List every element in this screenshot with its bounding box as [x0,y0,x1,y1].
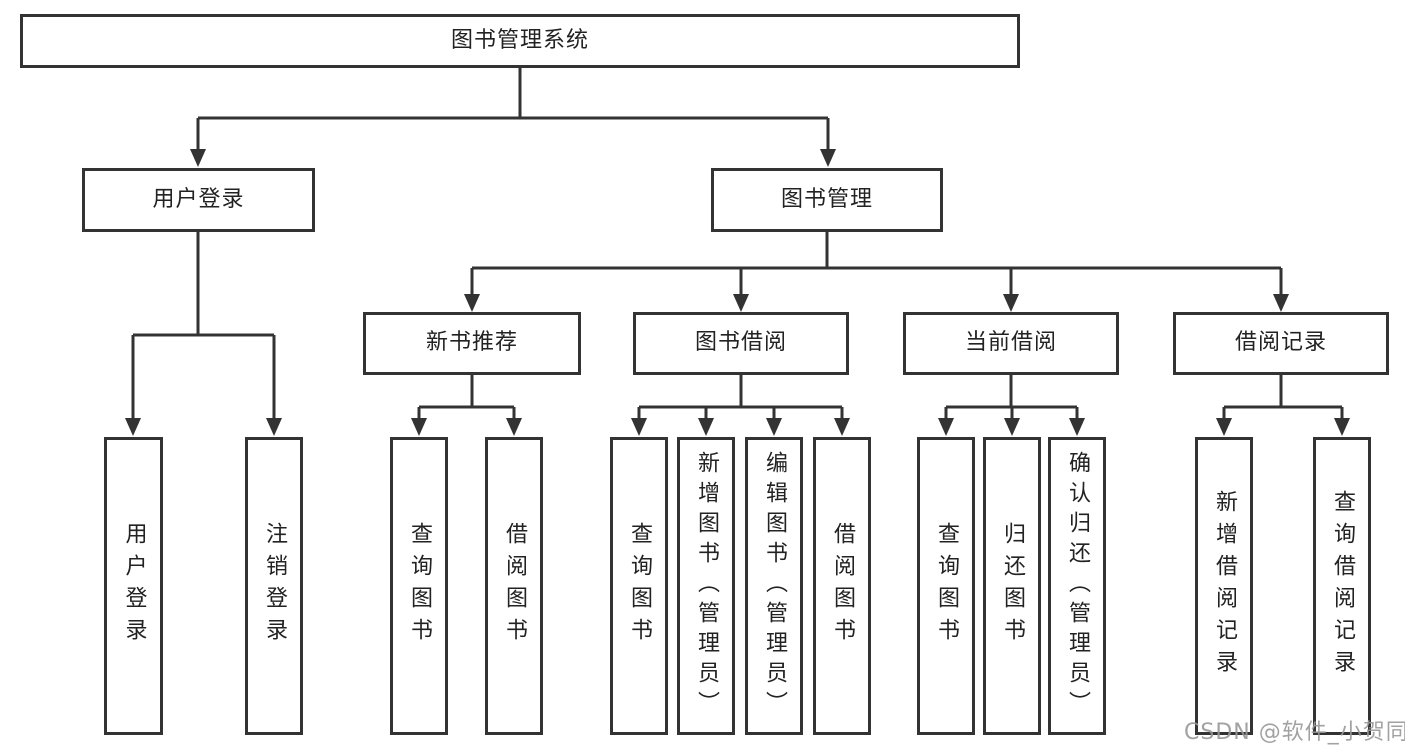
node-book-borrowing: 图书借阅 [633,312,849,375]
node-user-login: 用户登录 [82,168,315,232]
leaf-query-books-borrow: 查询图书 [610,437,668,735]
leaf-edit-book-admin: 编辑图书（管理员） [745,437,803,735]
leaf-user-login: 用户登录 [104,437,163,735]
leaf-query-books-recommend: 查询图书 [390,437,448,735]
leaf-borrow-books: 借阅图书 [813,437,871,735]
node-root-system: 图书管理系统 [20,14,1020,68]
leaf-return-books: 归还图书 [983,437,1041,735]
leaf-add-book-admin: 新增图书（管理员） [677,437,735,735]
leaf-borrow-books-recommend: 借阅图书 [485,437,543,735]
node-borrowing-records: 借阅记录 [1173,312,1389,375]
leaf-query-borrow-record: 查询借阅记录 [1313,437,1371,735]
connector-arrowheads [125,149,1350,436]
leaf-confirm-return-admin: 确认归还（管理员） [1048,437,1106,735]
node-current-borrowing: 当前借阅 [903,312,1119,375]
leaf-query-books-current: 查询图书 [917,437,975,735]
node-new-book-recommend: 新书推荐 [363,312,581,375]
connector-rails [131,68,1344,421]
node-book-management: 图书管理 [711,168,943,232]
leaf-add-borrow-record: 新增借阅记录 [1195,437,1253,735]
csdn-watermark: CSDN @软件_小贺同学 [1184,720,1405,745]
leaf-logout: 注销登录 [245,437,303,735]
